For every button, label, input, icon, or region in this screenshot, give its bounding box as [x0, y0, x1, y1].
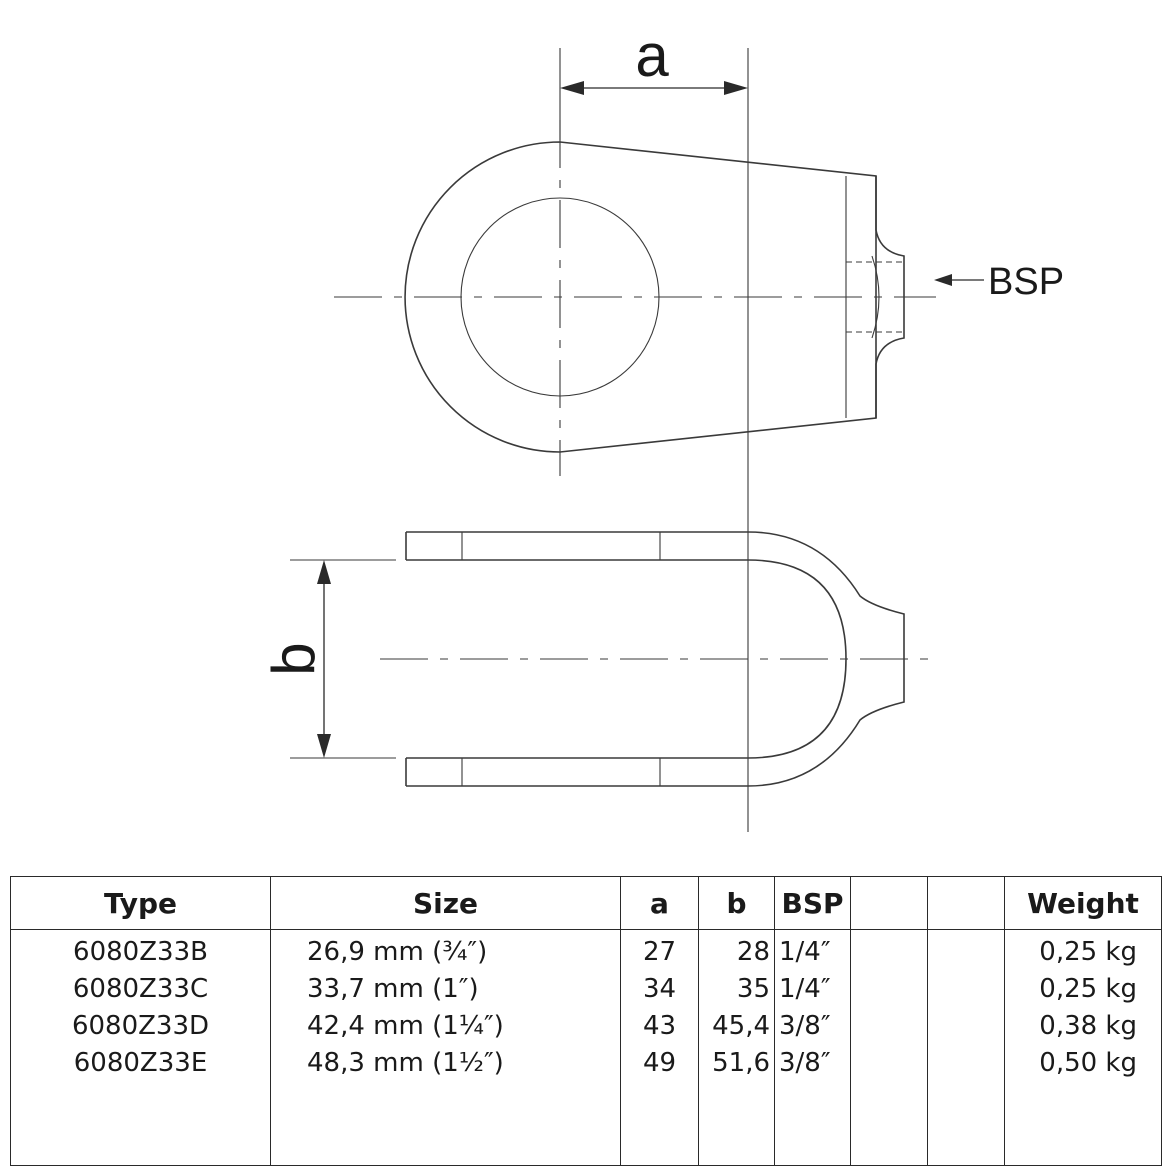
bsp-cell: 3/8″: [779, 1011, 831, 1041]
a-cell: 43: [642, 1011, 677, 1041]
bsp-cell: 1/4″: [779, 937, 831, 967]
side-view: [380, 531, 936, 787]
b-cell: 28: [736, 937, 770, 967]
a-cell: 49: [642, 1048, 677, 1078]
weight-cell: 0,50 kg: [1039, 1048, 1137, 1078]
dim-a-arrow-right: [724, 81, 748, 95]
dim-b-arrow-top: [317, 560, 331, 584]
dim-b-label: b: [260, 642, 327, 675]
table-body: 6080Z33B 6080Z33C 6080Z33D 6080Z33E 26,9…: [10, 929, 1162, 1166]
header-size: Size: [270, 876, 621, 930]
dim-a-arrow-left: [560, 81, 584, 95]
top-view-body-outline: [404, 141, 877, 453]
weight-column: 0,25 kg 0,25 kg 0,38 kg 0,50 kg: [1004, 929, 1162, 1166]
bsp-cell: 1/4″: [779, 974, 831, 1004]
type-cell: 6080Z33C: [72, 974, 209, 1004]
header-weight: Weight: [1004, 876, 1162, 930]
type-cell: 6080Z33B: [73, 937, 208, 967]
a-cell: 27: [642, 937, 677, 967]
dimension-b: b: [260, 559, 396, 759]
b-cell: 51,6: [712, 1048, 770, 1078]
header-type: Type: [10, 876, 271, 930]
size-cell: 26,9 mm (¾″): [307, 937, 488, 967]
size-column: 26,9 mm (¾″) 33,7 mm (1″) 42,4 mm (1¼″) …: [270, 929, 621, 1166]
empty-column-2: [927, 929, 1005, 1166]
specification-table: Type Size a b BSP Weight 6080Z33B 6080Z3…: [10, 876, 1162, 1166]
size-cell: 48,3 mm (1½″): [307, 1048, 504, 1078]
b-cell: 35: [736, 974, 770, 1004]
header-empty-1: [850, 876, 928, 930]
dim-b-arrow-bottom: [317, 734, 331, 758]
header-empty-2: [927, 876, 1005, 930]
header-bsp: BSP: [774, 876, 851, 930]
bsp-label: BSP: [988, 261, 1064, 303]
type-column: 6080Z33B 6080Z33C 6080Z33D 6080Z33E: [10, 929, 271, 1166]
type-cell: 6080Z33D: [71, 1011, 210, 1041]
header-a: a: [620, 876, 699, 930]
header-b: b: [698, 876, 775, 930]
weight-cell: 0,25 kg: [1039, 937, 1137, 967]
dim-a-label: a: [635, 22, 669, 89]
type-cell: 6080Z33E: [73, 1048, 208, 1078]
empty-column-1: [850, 929, 928, 1166]
size-cell: 33,7 mm (1″): [307, 974, 479, 1004]
a-column: 27 34 43 49: [620, 929, 699, 1166]
a-cell: 34: [642, 974, 677, 1004]
table-header-row: Type Size a b BSP Weight: [10, 876, 1162, 930]
technical-drawing: BSP a b: [260, 22, 1064, 832]
b-cell: 45,4: [712, 1011, 770, 1041]
bsp-cell: 3/8″: [779, 1048, 831, 1078]
dimension-a: a: [559, 22, 749, 832]
b-column: 28 35 45,4 51,6: [698, 929, 775, 1166]
bsp-column: 1/4″ 1/4″ 3/8″ 3/8″: [774, 929, 851, 1166]
top-view: BSP: [334, 120, 1064, 476]
weight-cell: 0,38 kg: [1039, 1011, 1137, 1041]
size-cell: 42,4 mm (1¼″): [307, 1011, 504, 1041]
bsp-arrowhead: [934, 274, 952, 286]
side-view-outer-outline: [406, 531, 905, 787]
weight-cell: 0,25 kg: [1039, 974, 1137, 1004]
